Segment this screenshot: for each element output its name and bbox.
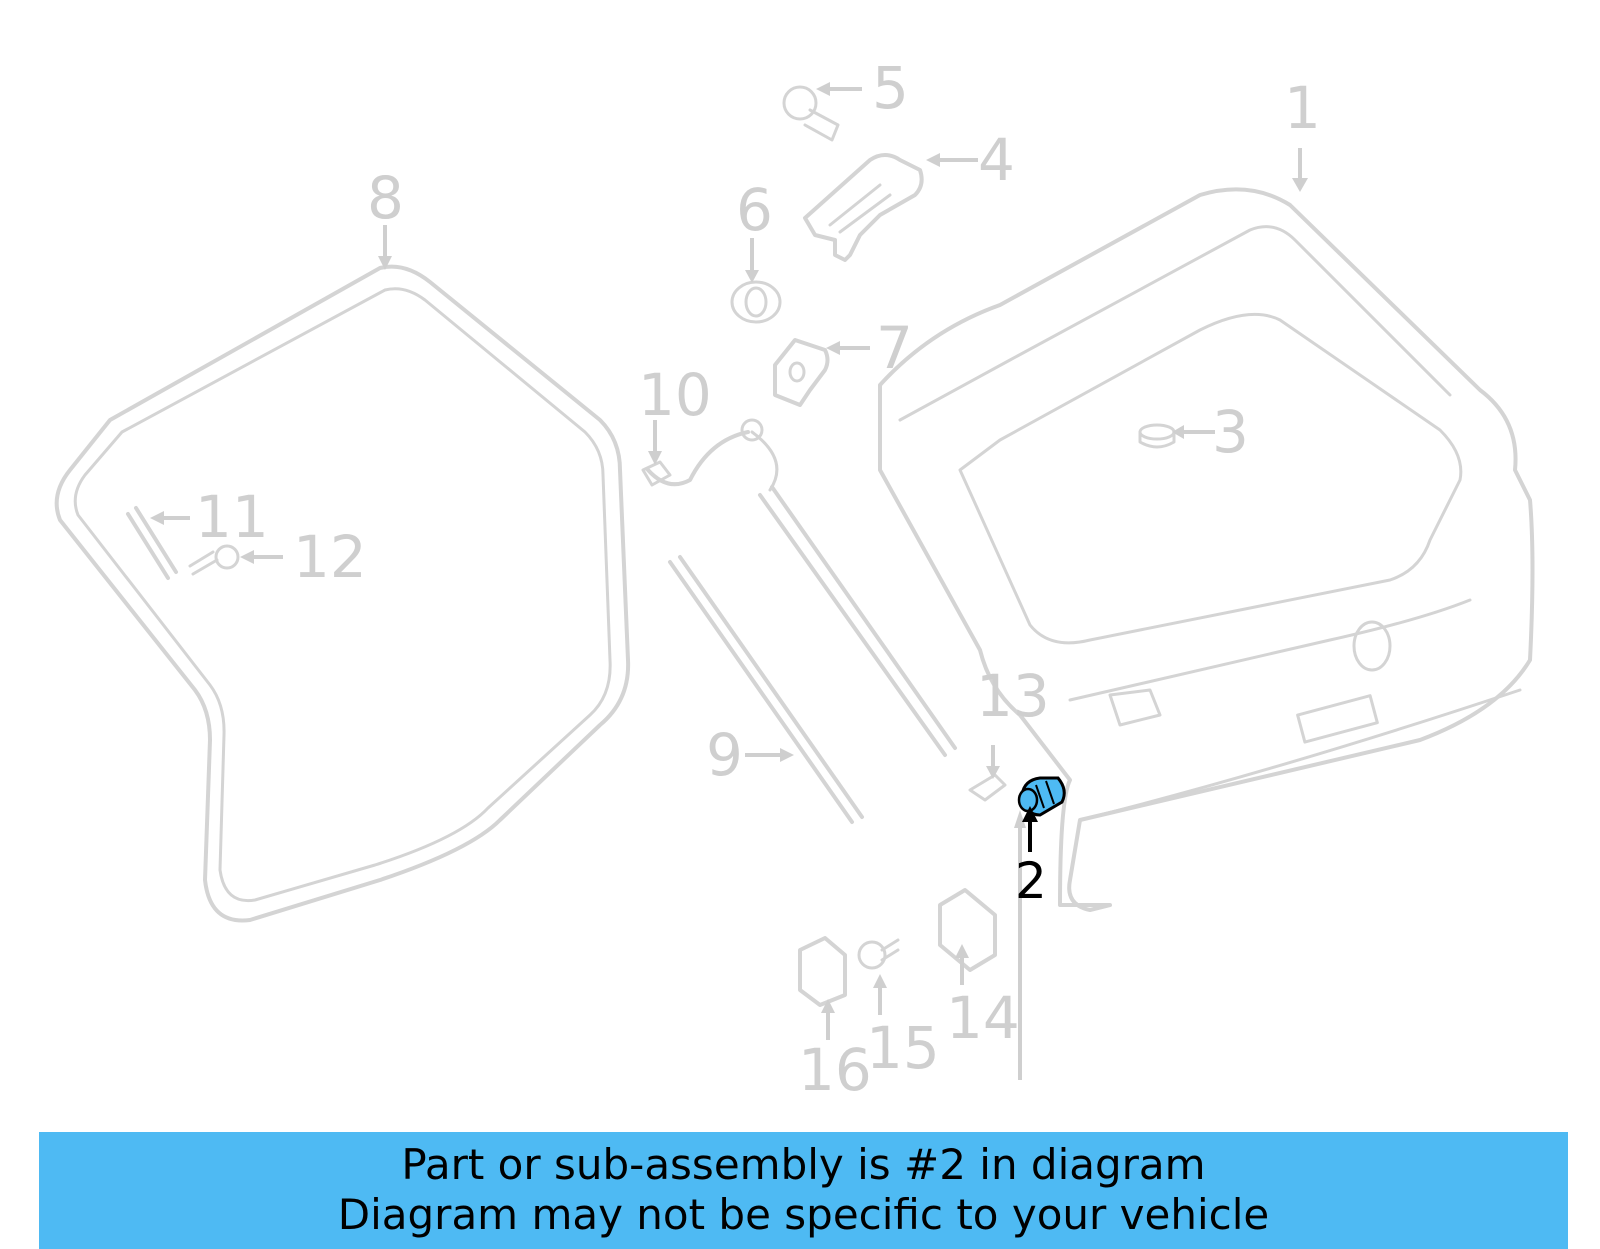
part-7-bracket (773, 338, 830, 407)
callout-14: 14 (946, 984, 1020, 1052)
part-3-bumper (1138, 423, 1176, 449)
callout-7: 7 (876, 314, 913, 382)
callout-12: 12 (293, 523, 367, 591)
banner-line-2: Diagram may not be specific to your vehi… (337, 1190, 1270, 1239)
part-14-cover (938, 888, 997, 972)
part-15-screw (857, 938, 900, 970)
part-9-lift-support (668, 430, 957, 824)
part-1-liftgate (878, 187, 1535, 912)
callout-10: 10 (638, 361, 712, 429)
callout-2[interactable]: 2 (1015, 852, 1047, 910)
banner-line-1: Part or sub-assembly is #2 in diagram (401, 1140, 1206, 1189)
callout-labels: 1 2 3 4 5 6 7 8 9 10 11 12 13 14 15 16 (195, 54, 1321, 1104)
part-5-bolt (782, 85, 840, 142)
callout-1: 1 (1284, 74, 1321, 142)
callout-5: 5 (872, 54, 909, 122)
callout-11: 11 (195, 483, 269, 551)
callout-13: 13 (976, 662, 1050, 730)
callout-9: 9 (706, 721, 743, 789)
callout-8: 8 (367, 164, 404, 232)
callout-4: 4 (978, 126, 1015, 194)
callout-3: 3 (1212, 398, 1249, 466)
callout-arrows (150, 82, 1308, 1080)
part-6-plug (730, 280, 782, 324)
part-10-wiring (641, 418, 764, 487)
callout-15: 15 (866, 1014, 940, 1082)
part-4-hinge (803, 153, 924, 262)
callout-6: 6 (736, 176, 773, 244)
part-13-fastener (968, 773, 1007, 802)
part-8-weatherstrip (54, 264, 631, 923)
part-12-screw (188, 544, 240, 576)
part-2-stopper[interactable] (1017, 776, 1066, 817)
part-16-pad (798, 936, 847, 1007)
part-11-clip (126, 506, 178, 580)
callout-16: 16 (798, 1036, 872, 1104)
info-banner: Part or sub-assembly is #2 in diagram Di… (39, 1132, 1568, 1249)
